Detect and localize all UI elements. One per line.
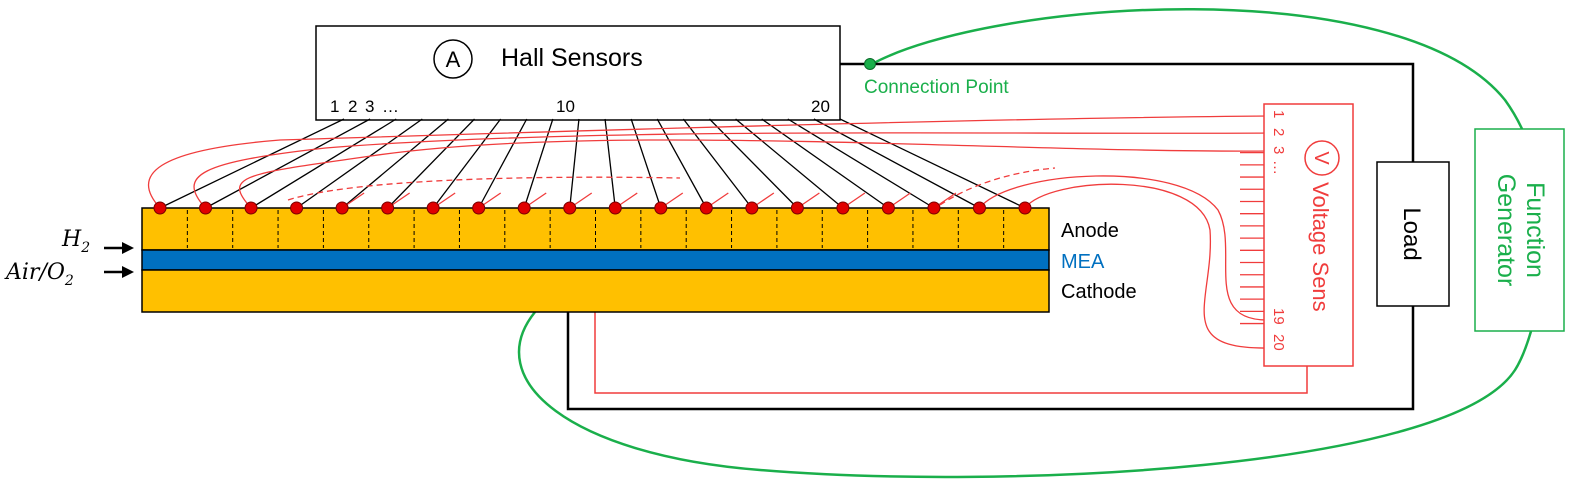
function-generator-wire <box>517 8 1546 479</box>
segment-dot <box>836 201 850 215</box>
hall-wire <box>159 118 345 209</box>
volt-index-3: 3 <box>1270 146 1287 154</box>
h2-base: H <box>61 227 82 252</box>
cathode-voltage-wire <box>594 312 1308 394</box>
voltage-wire <box>1024 183 1271 349</box>
segment-dot <box>199 201 213 215</box>
hall-wire <box>250 118 397 209</box>
hall-wire <box>839 118 1026 209</box>
volt-index-1: 1 <box>1270 110 1287 118</box>
load-label: Load <box>1398 207 1425 260</box>
hall-wire <box>523 118 554 209</box>
segment-contact-dots <box>153 201 1032 215</box>
hall-wire <box>604 118 616 209</box>
voltage-sense-wires <box>147 115 1271 349</box>
hall-index-more: … <box>382 97 399 116</box>
segment-dot <box>1018 201 1032 215</box>
segment-dot <box>654 201 668 215</box>
segment-dot <box>972 201 986 215</box>
hall-wire <box>709 118 798 209</box>
hall-wire <box>682 118 753 209</box>
hall-index-3: 3 <box>365 97 374 116</box>
segment-dot <box>244 201 258 215</box>
hall-wire <box>478 118 528 209</box>
load-box: Load <box>1376 161 1450 307</box>
cathode-layer <box>141 269 1050 313</box>
hall-wire <box>205 118 371 209</box>
hall-wire <box>735 118 844 209</box>
anode-layer <box>141 207 1050 251</box>
function-generator-box: Function Generator <box>1474 128 1565 332</box>
voltage-wire <box>193 132 1271 209</box>
segment-dot <box>745 201 759 215</box>
hall-wire <box>387 118 475 209</box>
segment-dot <box>881 201 895 215</box>
voltage-wire-more <box>287 176 681 201</box>
segment-dot <box>426 201 440 215</box>
hall-wire <box>813 118 980 209</box>
connection-point-label: Connection Point <box>864 77 1009 98</box>
segment-dot <box>381 201 395 215</box>
segment-dot <box>608 201 622 215</box>
cathode-label: Cathode <box>1061 281 1137 303</box>
hall-wire <box>341 118 449 209</box>
hall-sensors-box: A Hall Sensors 1 2 3 … 10 20 <box>315 25 841 121</box>
voltmeter-badge: V <box>1310 151 1332 165</box>
hall-index-2: 2 <box>348 97 357 116</box>
volt-index-19: 19 <box>1270 308 1287 325</box>
load-circuit-wires <box>566 62 1415 411</box>
voltmeter-icon <box>1304 140 1340 176</box>
anode-label: Anode <box>1061 220 1119 242</box>
connection-point-dot <box>864 58 876 70</box>
voltage-wire <box>239 139 1271 209</box>
segment-dot <box>517 201 531 215</box>
air-sub: 2 <box>64 273 74 289</box>
hall-index-1: 1 <box>330 97 339 116</box>
voltage-wire-more <box>939 167 1056 206</box>
h2-inlet: H2 <box>61 227 134 256</box>
svg-text:H2: H2 <box>61 227 90 256</box>
voltage-wire <box>978 175 1271 321</box>
voltage-channel-ticks <box>1240 151 1264 325</box>
ammeter-icon <box>433 39 473 79</box>
segment-dot <box>790 201 804 215</box>
anode-segment-dividers <box>186 210 1005 248</box>
segment-dot <box>472 201 486 215</box>
hall-wire <box>630 118 662 209</box>
hall-index-20: 20 <box>811 97 830 116</box>
mea-label: MEA <box>1061 251 1105 273</box>
h2-arrow-icon <box>122 242 134 254</box>
segment-dot <box>335 201 349 215</box>
air-inlet: Air/O2 <box>4 260 134 289</box>
segment-dot <box>290 201 304 215</box>
segment-dot <box>563 201 577 215</box>
hall-sensors-title: Hall Sensors <box>501 44 643 72</box>
hall-wire <box>432 118 502 209</box>
volt-index-more: … <box>1270 160 1287 175</box>
voltage-sens-box: 1 2 3 … 19 20 V Voltage Sens <box>1240 103 1354 367</box>
volt-index-20: 20 <box>1270 334 1287 351</box>
segment-dot <box>153 201 167 215</box>
function-generator-line1: Function <box>1521 182 1549 278</box>
svg-text:Air/O2: Air/O2 <box>4 260 74 289</box>
hall-wire <box>656 118 707 209</box>
air-base: Air/O <box>4 260 65 285</box>
segment-dot <box>927 201 941 215</box>
hall-wire <box>569 118 580 209</box>
air-arrow-icon <box>122 266 134 278</box>
h2-sub: 2 <box>80 240 90 256</box>
hall-index-10: 10 <box>556 97 575 116</box>
ammeter-badge: A <box>446 47 461 72</box>
voltage-wire <box>147 115 1271 209</box>
volt-index-2: 2 <box>1270 128 1287 136</box>
segment-dot <box>699 201 713 215</box>
hall-wire <box>761 118 889 209</box>
mea-layer <box>141 249 1050 271</box>
voltage-sens-title: Voltage Sens <box>1308 182 1333 312</box>
function-generator-line2: Generator <box>1492 174 1520 287</box>
